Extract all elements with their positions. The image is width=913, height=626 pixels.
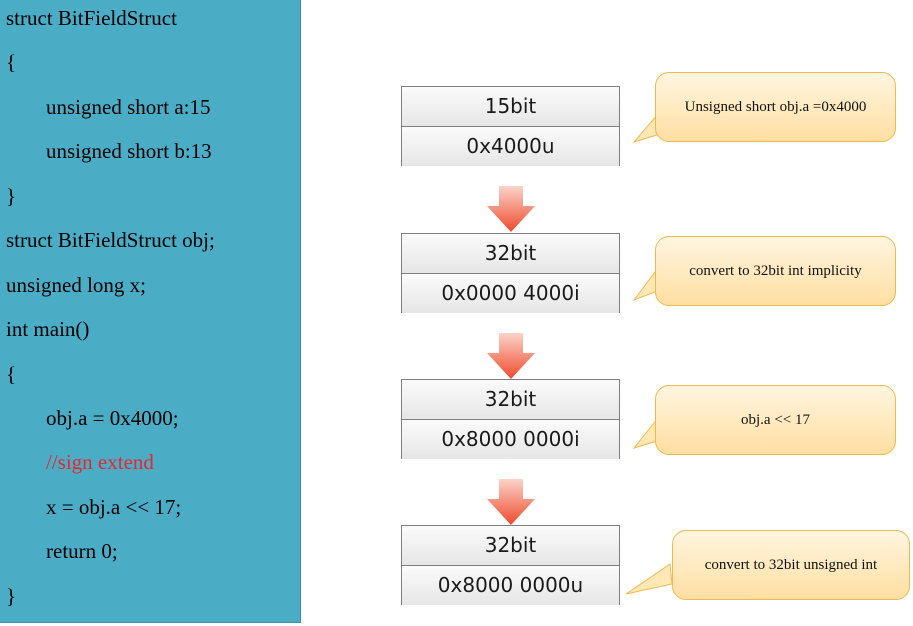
code-line: unsigned short a:15: [46, 95, 211, 119]
code-line: return 0;: [46, 539, 118, 563]
callout-text: obj.a << 17: [741, 411, 810, 428]
code-line: obj.a = 0x4000;: [46, 406, 179, 430]
code-line: }: [6, 584, 17, 608]
code-comment: //sign extend: [46, 450, 154, 474]
value-label: 0x4000u: [402, 127, 619, 166]
value-label: 0x8000 0000u: [402, 566, 619, 605]
code-line: {: [6, 50, 17, 74]
value-box-3: 32bit 0x8000 0000i: [401, 379, 620, 459]
bit-width-label: 32bit: [402, 380, 619, 420]
callout-text: convert to 32bit int implicity: [689, 262, 862, 279]
code-line: unsigned short b:13: [46, 139, 212, 163]
value-label: 0x8000 0000i: [402, 420, 619, 459]
value-label: 0x0000 4000i: [402, 274, 619, 313]
code-panel: struct BitFieldStruct { unsigned short a…: [0, 0, 301, 623]
callout-tail: [625, 563, 673, 595]
callout-text: Unsigned short obj.a =0x4000: [684, 98, 867, 115]
code-line: {: [6, 362, 17, 386]
code-line: struct BitFieldStruct: [6, 6, 177, 30]
callout-note-1: Unsigned short obj.a =0x4000: [655, 72, 896, 142]
code-line: int main(): [6, 317, 90, 341]
down-arrow-icon: [487, 479, 535, 525]
code-line: struct BitFieldStruct obj;: [6, 228, 215, 252]
value-box-4: 32bit 0x8000 0000u: [401, 525, 620, 605]
callout-note-3: obj.a << 17: [655, 385, 896, 455]
code-line: unsigned long x;: [6, 273, 146, 297]
bit-width-label: 32bit: [402, 234, 619, 274]
code-line: x = obj.a << 17;: [46, 495, 182, 519]
bit-width-label: 32bit: [402, 526, 619, 566]
value-box-2: 32bit 0x0000 4000i: [401, 233, 620, 313]
code-line: }: [6, 184, 17, 208]
callout-note-2: convert to 32bit int implicity: [655, 236, 896, 306]
bit-width-label: 15bit: [402, 87, 619, 127]
callout-note-4: convert to 32bit unsigned int: [672, 530, 910, 600]
callout-text: convert to 32bit unsigned int: [704, 556, 878, 573]
down-arrow-icon: [487, 333, 535, 379]
value-box-1: 15bit 0x4000u: [401, 86, 620, 166]
down-arrow-icon: [487, 186, 535, 232]
